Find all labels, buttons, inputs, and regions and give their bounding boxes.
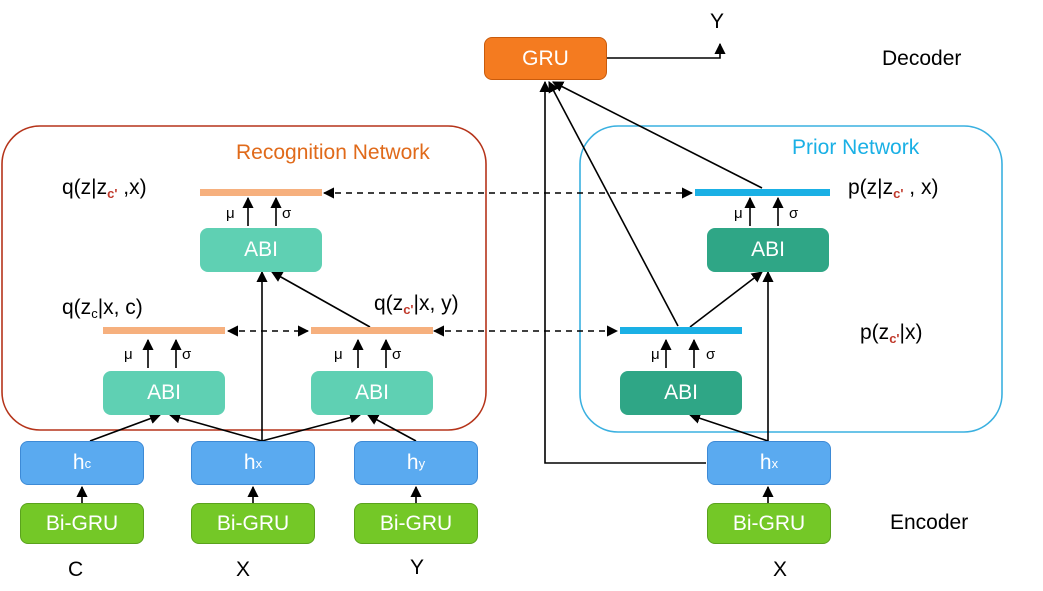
decoder-section-label: Decoder bbox=[882, 47, 962, 70]
input-c-label: C bbox=[68, 558, 84, 581]
decoder-output-label: Y bbox=[710, 10, 725, 33]
edge-hy-abi2 bbox=[367, 414, 417, 442]
bigru-x-prior: Bi-GRU bbox=[707, 503, 831, 544]
input-y-label: Y bbox=[410, 556, 425, 579]
mu-label: μ bbox=[651, 346, 660, 363]
q-zc-label: q(zc|x, c) bbox=[62, 296, 143, 321]
prior-network-title: Prior Network bbox=[792, 136, 920, 159]
abi-recognition-cprime: ABI bbox=[311, 371, 433, 415]
encoder-section-label: Encoder bbox=[890, 511, 969, 534]
mu-label: μ bbox=[734, 205, 743, 222]
bigru-x: Bi-GRU bbox=[191, 503, 315, 544]
sigma-label: σ bbox=[282, 205, 292, 222]
edge-hc-abi1 bbox=[89, 413, 162, 442]
sigma-label: σ bbox=[706, 346, 716, 363]
recognition-network-box bbox=[1, 125, 487, 431]
bigru-c: Bi-GRU bbox=[20, 503, 144, 544]
edge-bar-abi-top bbox=[271, 271, 371, 328]
bar-q-zc bbox=[103, 327, 225, 334]
prior-network-box bbox=[579, 125, 1003, 433]
mu-label: μ bbox=[124, 346, 133, 363]
edge-hx-gru bbox=[539, 80, 706, 464]
edge-hx-abi2 bbox=[261, 412, 362, 442]
edge-bartop-gru bbox=[552, 81, 763, 189]
sigma-label: σ bbox=[789, 205, 799, 222]
bar-q-zcprime bbox=[311, 327, 433, 334]
bar-q-top bbox=[200, 189, 322, 196]
decoder-gru-node: GRU bbox=[484, 37, 607, 80]
bar-p-zc bbox=[620, 327, 742, 334]
p-zc-label: p(zc'|x) bbox=[860, 321, 923, 346]
q-top-label: q(z|zc' ,x) bbox=[62, 176, 147, 201]
q-zcprime-label: q(zc'|x, y) bbox=[374, 292, 459, 317]
edge-bar-gru bbox=[548, 81, 679, 327]
sigma-label: σ bbox=[392, 346, 402, 363]
bigru-y: Bi-GRU bbox=[354, 503, 478, 544]
input-x-label: X bbox=[236, 558, 251, 581]
abi-prior-top: ABI bbox=[707, 228, 829, 272]
mu-label: μ bbox=[226, 205, 235, 222]
bar-p-top bbox=[695, 189, 830, 196]
abi-recognition-c: ABI bbox=[103, 371, 225, 415]
abi-recognition-top: ABI bbox=[200, 228, 322, 272]
edge-hx-abi1 bbox=[168, 412, 263, 442]
edge-bar-abi-top-prior bbox=[689, 271, 763, 328]
mu-label: μ bbox=[334, 346, 343, 363]
edge-hx-abi-prior bbox=[688, 412, 769, 442]
sigma-label: σ bbox=[182, 346, 192, 363]
recognition-network-title: Recognition Network bbox=[236, 141, 430, 164]
edge-gru-output bbox=[607, 42, 726, 59]
p-top-label: p(z|zc' , x) bbox=[848, 176, 939, 201]
input-x-prior-label: X bbox=[773, 558, 788, 581]
abi-prior-bottom: ABI bbox=[620, 371, 742, 415]
